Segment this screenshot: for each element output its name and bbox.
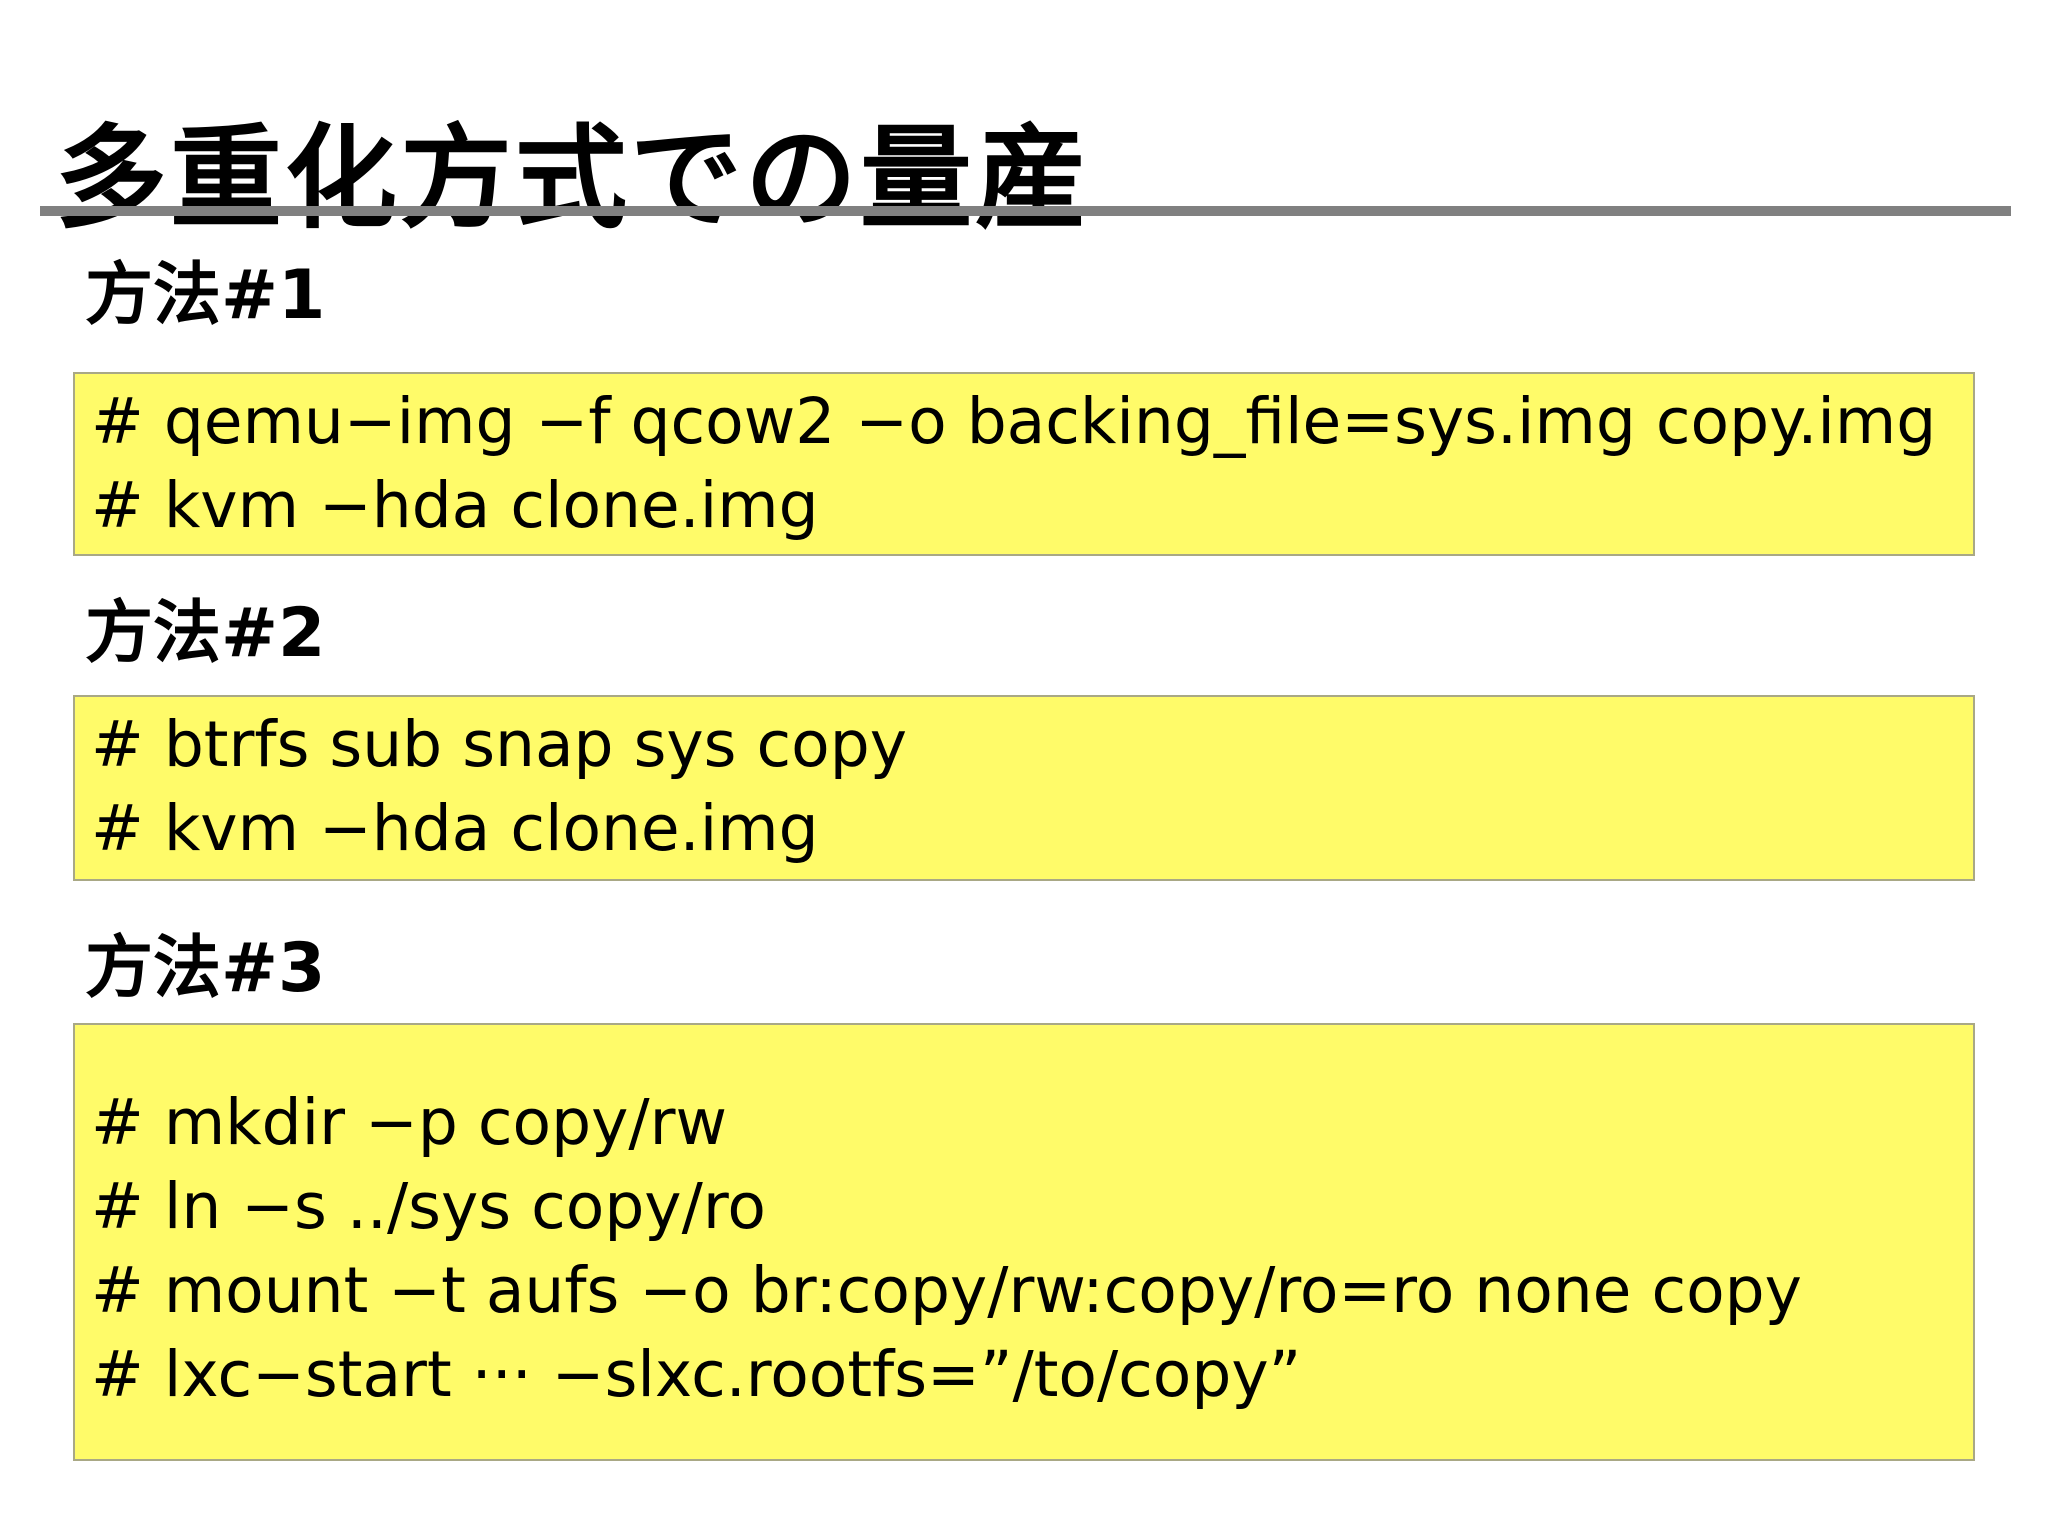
code-line: # kvm −hda clone.img (91, 792, 819, 865)
code-block-method-3: # mkdir −p copy/rw # ln −s ../sys copy/r… (73, 1023, 1975, 1461)
code-line: # mkdir −p copy/rw (91, 1086, 727, 1159)
code-block-method-2: # btrfs sub snap sys copy # kvm −hda clo… (73, 695, 1975, 881)
code-line: # mount −t aufs −o br:copy/rw:copy/ro=ro… (91, 1254, 1802, 1327)
code-line: # btrfs sub snap sys copy (91, 708, 907, 781)
code-block-method-1: # qemu−img −f qcow2 −o backing_file=sys.… (73, 372, 1975, 556)
page-title: 多重化方式での量産 (55, 114, 1090, 245)
section-label-method-2: 方法#2 (85, 594, 326, 673)
code-line: # ln −s ../sys copy/ro (91, 1170, 766, 1243)
title-underline-rule (40, 206, 2011, 216)
code-line: # kvm −hda clone.img (91, 469, 819, 542)
section-label-method-1: 方法#1 (85, 256, 326, 335)
code-line: # qemu−img −f qcow2 −o backing_file=sys.… (91, 385, 1937, 458)
code-line: # lxc−start ··· −slxc.rootfs=”/to/copy” (91, 1338, 1302, 1411)
section-label-method-3: 方法#3 (85, 929, 326, 1008)
